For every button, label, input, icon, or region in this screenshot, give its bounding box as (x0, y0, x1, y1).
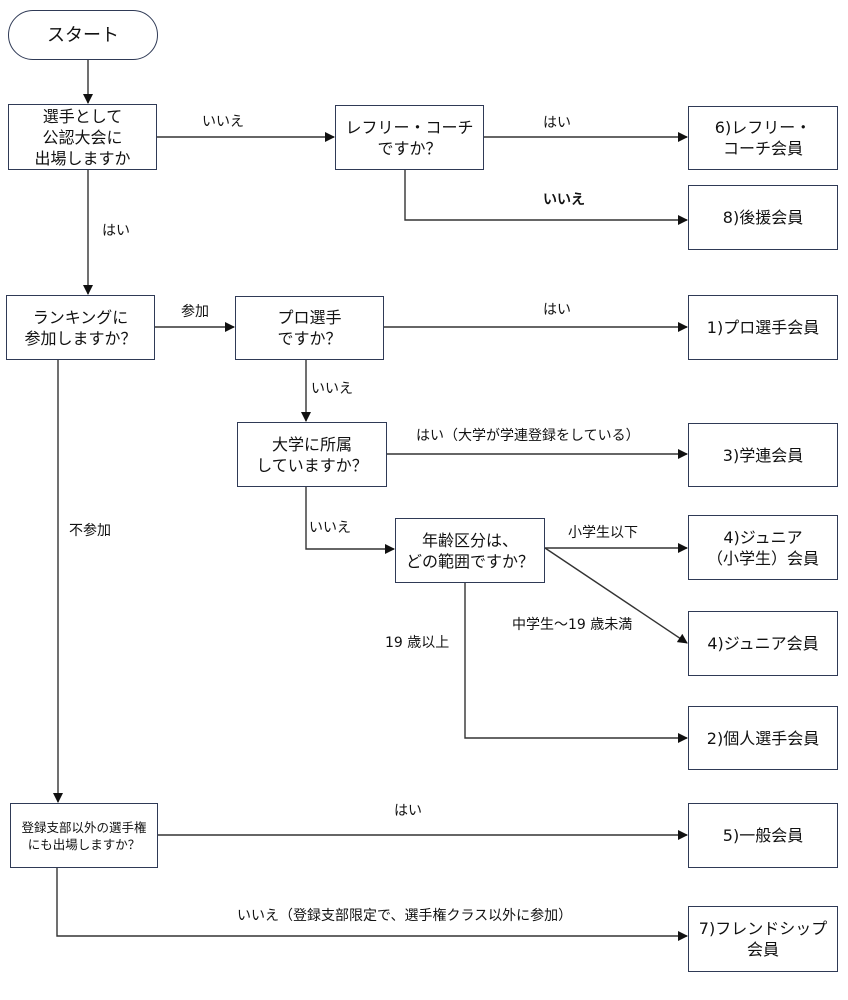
decision-pro: プロ選手 ですか？ (235, 296, 384, 360)
label-compete-no: いいえ (202, 114, 244, 130)
result-gakuren: 3)学連会員 (688, 423, 838, 487)
result-friendship: 7)フレンドシップ 会員 (688, 906, 838, 972)
result-general: 5)一般会員 (688, 803, 838, 868)
label-age-junior: 中学生～19 歳未満 (512, 617, 633, 633)
result-referee-coach: 6)レフリー・ コーチ会員 (688, 106, 838, 170)
edge-referee-no (404, 170, 688, 225)
decision-referee: レフリー・コーチ ですか？ (335, 105, 484, 170)
edge-age-adult (464, 583, 688, 743)
label-compete-yes: はい (102, 223, 130, 239)
label-pro-yes: はい (543, 302, 571, 318)
label-other-branch-no: いいえ（登録支部限定で、選手権クラス以外に参加） (237, 908, 573, 924)
label-pro-no: いいえ (311, 381, 353, 397)
result-pro: 1)プロ選手会員 (688, 295, 838, 360)
decision-university: 大学に所属 していますか？ (237, 422, 387, 487)
decision-other-branch: 登録支部以外の選手権 にも出場しますか？ (10, 803, 158, 868)
result-junior-elementary: 4)ジュニア （小学生）会員 (688, 515, 838, 580)
label-ranking-not-join: 不参加 (69, 523, 111, 539)
result-supporter: 8)後援会員 (688, 185, 838, 250)
result-individual: 2)個人選手会員 (688, 706, 838, 770)
label-other-branch-yes: はい (394, 803, 422, 819)
edge-university-no (305, 487, 395, 554)
start-terminal: スタート (8, 10, 158, 60)
label-age-elementary: 小学生以下 (568, 525, 638, 541)
decision-compete: 選手として 公認大会に 出場しますか (8, 104, 157, 170)
label-referee-no: いいえ (543, 192, 585, 208)
decision-ranking: ランキングに 参加しますか？ (6, 295, 155, 360)
label-university-yes: はい（大学が学連登録をしている） (416, 428, 640, 444)
edge-age-junior (544, 547, 688, 644)
label-age-adult: 19 歳以上 (385, 635, 450, 651)
result-junior: 4)ジュニア会員 (688, 611, 838, 676)
edge-other-branch-no (56, 868, 688, 941)
label-ranking-join: 参加 (181, 304, 209, 320)
decision-age: 年齢区分は、 どの範囲ですか？ (395, 518, 545, 583)
label-referee-yes: はい (543, 115, 571, 131)
label-university-no: いいえ (309, 520, 351, 536)
